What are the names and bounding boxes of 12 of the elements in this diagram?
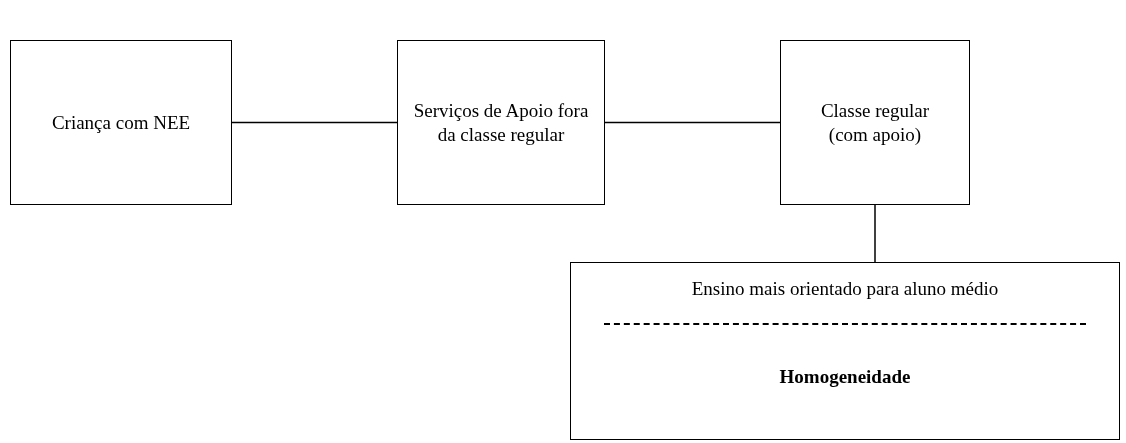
node-text: Criança com NEE (51, 110, 191, 135)
process-box (780, 40, 970, 205)
node-text: Homogeneidade (779, 365, 911, 389)
connector-line (231, 121, 398, 124)
process-box (570, 262, 1120, 440)
connector-line (604, 121, 781, 124)
node-text: Serviços de Apoio fora da classe regular (412, 98, 590, 147)
process-box (397, 40, 605, 205)
node-text: Classe regular (com apoio) (819, 98, 931, 147)
process-box (10, 40, 232, 205)
node-text: Ensino mais orientado para aluno médio (691, 277, 999, 301)
connector-line (874, 204, 876, 263)
